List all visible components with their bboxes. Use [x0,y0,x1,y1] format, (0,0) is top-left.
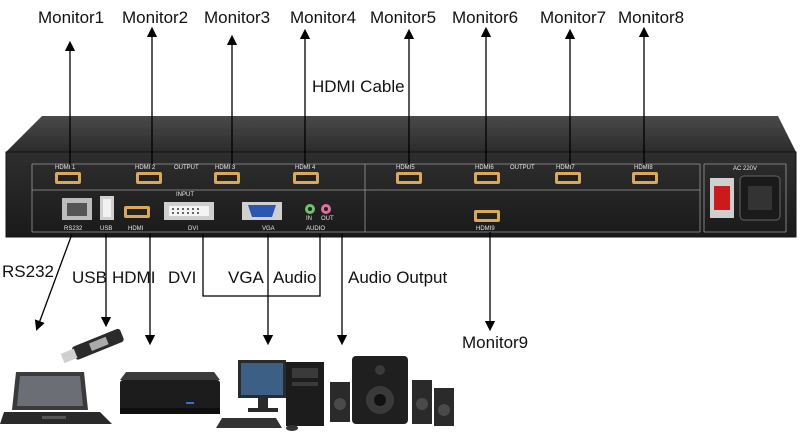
usb-port [100,196,114,220]
panel-label-hdmi3: HDMI 3 [215,165,236,171]
desktop-pc-image [216,360,324,431]
panel-label-dvi: DVI [188,226,198,232]
input-ports [62,196,331,220]
laptop-image [0,372,112,424]
hdmi-out-port-9 [474,210,500,222]
ac-inlet [748,186,772,210]
usb-label: USB [72,268,107,287]
hdmi-out-port-2 [136,172,162,184]
vga-label: VGA [228,268,264,287]
panel-label-hdmi7: HDMI7 [556,165,575,171]
panel-label-audio-out: OUT [321,216,334,222]
hdmi-cable-label: HDMI Cable [312,77,405,96]
monitor-2-label: Monitor2 [122,8,189,27]
hdmi-input-label: HDMI [112,268,156,287]
hdmi-out-port-3 [214,172,240,184]
output-arrows [64,26,650,332]
monitor-7-label: Monitor7 [540,8,607,27]
panel-label-hdmi2: HDMI 2 [135,165,156,171]
hdmi-out-port-1 [55,172,81,184]
panel-label-vga: VGA [262,226,275,232]
monitor-9-label: Monitor9 [462,333,529,352]
audio-out-jack [321,204,331,214]
dvi-port [164,202,214,220]
panel-label-ac: AC 220V [733,166,757,172]
rs232-port [62,198,92,220]
hdmi-input-port [124,206,150,218]
device-rear-panel [6,152,796,237]
hdmi-out-port-5 [396,172,422,184]
monitor-8-label: Monitor8 [618,8,685,27]
panel-label-input: INPUT [176,192,194,198]
monitor-1-label: Monitor1 [38,8,105,27]
monitor-5-label: Monitor5 [370,8,437,27]
audio-label: Audio [273,268,317,287]
hdmi-out-port-4 [293,172,319,184]
hdmi-output-ports [55,172,658,222]
panel-label-hdmi5: HDMI5 [396,165,415,171]
power-section [710,175,781,221]
panel-label-hdmi1: HDMI 1 [55,165,76,171]
panel-label-hdmi6: HDMI6 [475,165,494,171]
vga-port [242,202,282,220]
panel-label-audio: AUDIO [306,226,325,232]
panel-label-hdmi8: HDMI8 [634,165,653,171]
panel-label-output-right: OUTPUT [510,165,535,171]
monitor-3-label: Monitor3 [204,8,271,27]
usb-drive-image [60,328,124,364]
panel-label-audio-in: IN [306,216,312,222]
panel-label-hdmi-in: HDMI [128,226,144,232]
input-arrows [34,233,348,346]
hdmi-out-port-6 [474,172,500,184]
monitor-4-label: Monitor4 [290,8,357,27]
panel-label-rs232: RS232 [64,226,83,232]
panel-label-hdmi9: HDMI9 [476,226,495,232]
speakers-image [330,356,454,426]
media-box-image [120,372,220,414]
power-switch [714,186,730,210]
panel-label-output-left: OUTPUT [174,165,199,171]
device-top [6,116,796,152]
dvi-label: DVI [168,268,197,287]
panel-label-hdmi4: HDMI 4 [295,165,316,171]
audio-in-jack [305,204,315,214]
hdmi-out-port-7 [555,172,581,184]
rs232-label: RS232 [2,262,54,281]
panel-label-usb: USB [100,226,112,232]
audio-output-label: Audio Output [348,268,448,287]
monitor-6-label: Monitor6 [452,8,519,27]
hdmi-out-port-8 [632,172,658,184]
